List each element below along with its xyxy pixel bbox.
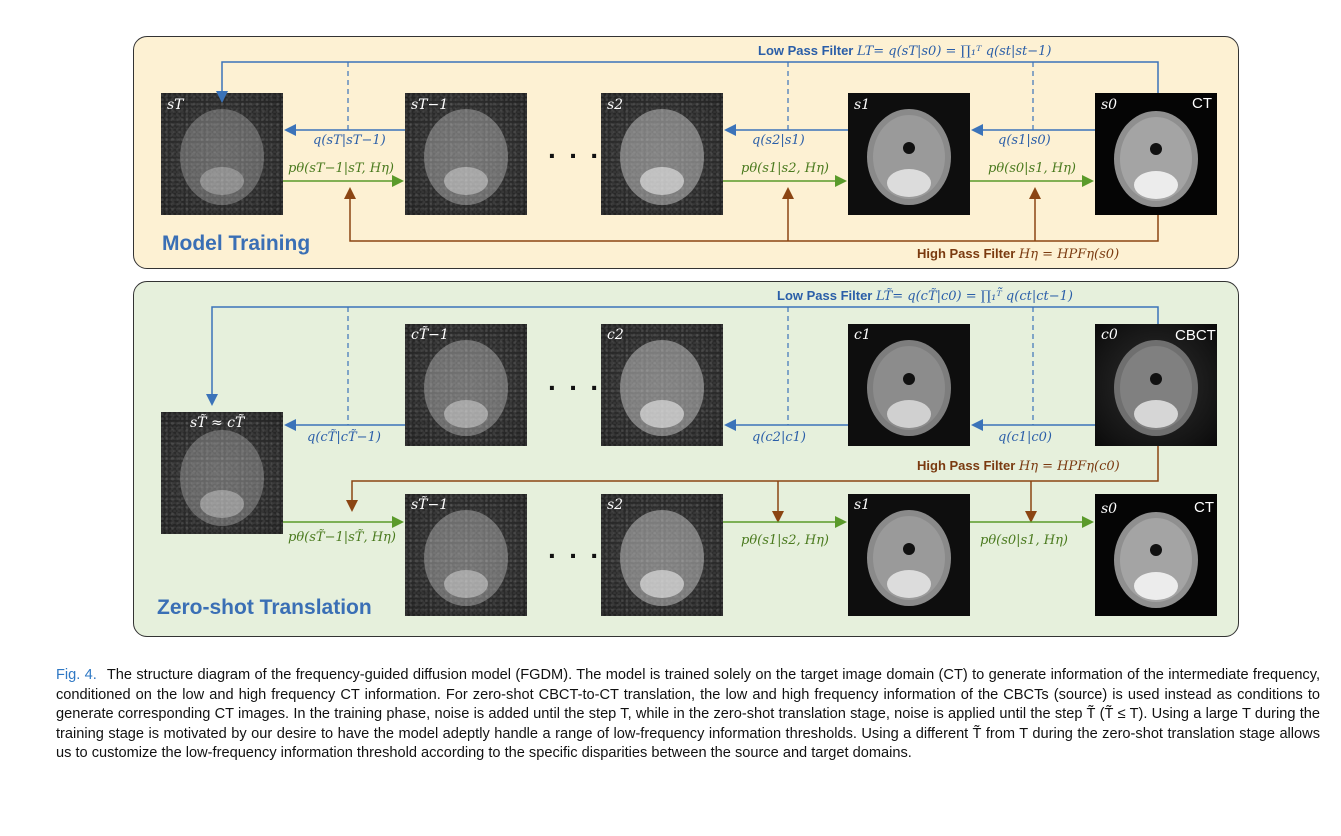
training-low-pass-filter-label: Low Pass Filter LT= q(sT|s0) = ∏₁ᵀ q(st|… — [758, 43, 1052, 59]
tag-cbct: CBCT — [1175, 327, 1216, 344]
translation-image-sT-approx-cT — [161, 412, 283, 534]
translation-p-s1: pθ(s1|s2, Hη) — [741, 533, 829, 548]
training-q-s2: q(s2|s1) — [752, 133, 805, 148]
translation-q-cT: q(cT̃|cT̃−1) — [307, 430, 381, 445]
training-p-s1: pθ(s1|s2, Hη) — [741, 161, 829, 176]
training-low-pass-eq: LT= q(sT|s0) = ∏₁ᵀ q(st|st−1) — [857, 44, 1052, 59]
translation-image-s2 — [601, 494, 723, 616]
training-low-pass-name: Low Pass Filter — [758, 43, 854, 58]
tag-ct-translation: CT — [1194, 499, 1214, 516]
label-sT-1: sT−1 — [411, 97, 449, 113]
label-s2-bottom: s2 — [607, 497, 624, 513]
label-cT-1: cT̃−1 — [411, 327, 449, 343]
training-p-sT: pθ(sT−1|sT, Hη) — [288, 161, 394, 176]
label-s0: s0 — [1101, 97, 1118, 113]
translation-q-c2: q(c2|c1) — [752, 430, 806, 445]
translation-image-s0-ct — [1095, 494, 1217, 616]
tag-ct-training: CT — [1192, 95, 1212, 112]
translation-low-pass-eq: LT̃= q(cT̃|c0) = ∏₁ᵀ̃ q(ct|ct−1) — [876, 289, 1073, 304]
translation-high-pass-name: High Pass Filter — [917, 458, 1016, 473]
training-high-pass-name: High Pass Filter — [917, 246, 1016, 261]
label-c2: c2 — [607, 327, 624, 343]
label-c0: c0 — [1101, 327, 1118, 343]
label-s1: s1 — [854, 97, 871, 113]
label-sT-approx-cT: sT̃ ≈ cT̃ — [190, 415, 245, 431]
translation-p-sT: pθ(sT̃−1|sT̃, Hη) — [288, 530, 396, 545]
label-c1: c1 — [854, 327, 871, 343]
training-q-s1: q(s1|s0) — [998, 133, 1051, 148]
training-high-pass-eq: Hη = HPFη(s0) — [1018, 247, 1120, 262]
label-sT: sT — [167, 97, 184, 113]
training-p-s0: pθ(s0|s1, Hη) — [988, 161, 1076, 176]
figure-ref: Fig. 4. — [56, 667, 97, 683]
training-q-sT: q(sT|sT−1) — [313, 133, 386, 148]
translation-low-pass-filter-label: Low Pass Filter LT̃= q(cT̃|c0) = ∏₁ᵀ̃ q(… — [777, 288, 1073, 304]
translation-q-c1: q(c1|c0) — [998, 430, 1052, 445]
training-high-pass-filter-label: High Pass Filter Hη = HPFη(s0) — [917, 246, 1119, 262]
translation-high-pass-filter-label: High Pass Filter Hη = HPFη(c0) — [917, 458, 1120, 474]
zero-shot-translation-title: Zero-shot Translation — [157, 596, 372, 619]
translation-image-sT-1 — [405, 494, 527, 616]
translation-image-s1 — [848, 494, 970, 616]
label-s2: s2 — [607, 97, 624, 113]
translation-high-pass-eq: Hη = HPFη(c0) — [1018, 459, 1120, 474]
training-image-sT — [161, 93, 283, 215]
ellipsis-translation-bottom: · · · — [548, 540, 602, 571]
label-sT-1-bottom: sT̃−1 — [411, 497, 449, 513]
translation-low-pass-name: Low Pass Filter — [777, 288, 873, 303]
caption-text: The structure diagram of the frequency-g… — [56, 667, 1320, 762]
model-training-title: Model Training — [162, 232, 311, 255]
label-s0-bottom: s0 — [1101, 501, 1118, 517]
label-s1-bottom: s1 — [854, 497, 871, 513]
ellipsis-translation-top: · · · — [548, 372, 602, 403]
ellipsis-training: · · · — [548, 140, 602, 171]
figure-caption: Fig. 4.The structure diagram of the freq… — [56, 666, 1320, 764]
translation-p-s0: pθ(s0|s1, Hη) — [980, 533, 1068, 548]
